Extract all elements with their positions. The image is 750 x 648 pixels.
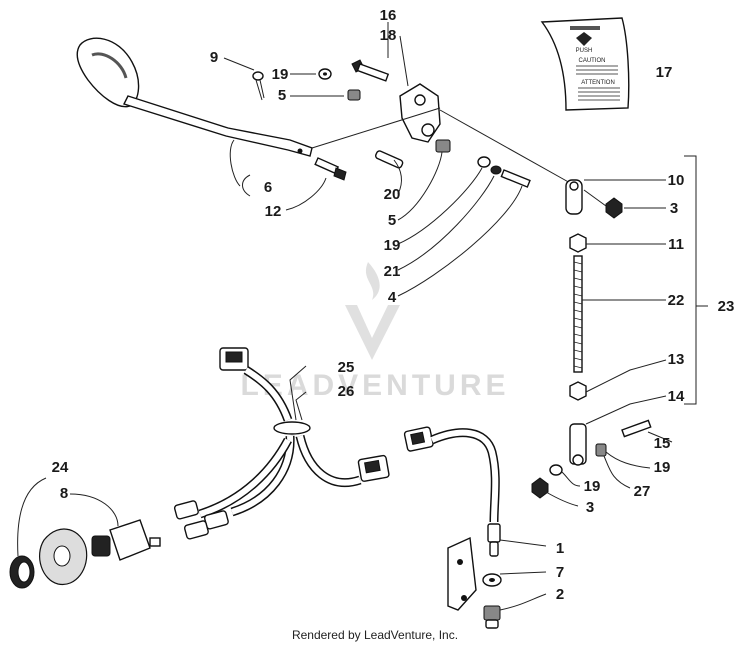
callout-2: 2 <box>556 586 564 603</box>
callout-11: 11 <box>668 236 684 253</box>
bolt-4 <box>500 169 531 188</box>
watermark-text: LEADVENTURE <box>240 369 509 402</box>
switch-8 <box>91 519 161 561</box>
callout-26: 26 <box>338 383 355 400</box>
callout-numbers: 16 18 9 19 5 6 12 20 5 19 21 4 17 10 3 1… <box>52 7 735 603</box>
callout-19-lower-right: 19 <box>654 459 671 476</box>
callout-15: 15 <box>654 435 671 452</box>
washer-19-mid <box>477 156 491 168</box>
sensor-bracket-7 <box>447 536 502 611</box>
callout-19-mid: 19 <box>384 237 401 254</box>
watermark: LEADVENTURE <box>240 262 509 402</box>
sensor-cable <box>403 426 501 557</box>
nut-3-lower <box>531 477 549 499</box>
callout-25: 25 <box>338 359 355 376</box>
callout-13: 13 <box>668 351 685 368</box>
jam-nut-11 <box>569 233 587 253</box>
bushing-5-lower <box>435 139 451 153</box>
mount-plate <box>39 528 88 586</box>
link-line-1 <box>311 107 441 149</box>
bushing-5-top <box>347 89 361 101</box>
callout-27: 27 <box>634 483 651 500</box>
callout-8: 8 <box>60 485 68 502</box>
decal-caution: CAUTION <box>579 58 606 64</box>
callout-3-lower: 3 <box>586 499 594 516</box>
bell-crank-bracket <box>399 83 441 143</box>
rod-end-10 <box>565 179 583 215</box>
threaded-rod-22 <box>573 255 583 373</box>
link-line-2 <box>439 109 573 185</box>
footer-credit: Rendered by LeadVenture, Inc. <box>291 628 459 642</box>
callout-21: 21 <box>384 263 401 280</box>
pin-20 <box>375 150 404 169</box>
callout-5-lower: 5 <box>388 212 396 229</box>
callout-12: 12 <box>265 203 282 220</box>
jam-nut-13 <box>569 381 587 401</box>
callout-7: 7 <box>556 564 564 581</box>
ring-nut-24 <box>9 555 35 589</box>
callout-1: 1 <box>556 540 564 557</box>
callout-20: 20 <box>384 186 401 203</box>
callout-10: 10 <box>668 172 685 189</box>
assembly-bracket-23 <box>684 155 697 405</box>
decal-push: PUSH <box>576 48 593 54</box>
nut-3-top <box>605 197 623 219</box>
callout-23: 23 <box>718 298 735 315</box>
callout-22: 22 <box>668 292 685 309</box>
bolt-15 <box>621 419 652 438</box>
callout-3-top: 3 <box>670 200 678 217</box>
callout-5-top: 5 <box>278 87 286 104</box>
lock-washer-21 <box>490 165 502 175</box>
warning-decal: PUSH CAUTION ATTENTION <box>540 17 630 111</box>
callout-16: 16 <box>380 7 397 24</box>
nut-2 <box>483 605 501 629</box>
callout-9: 9 <box>210 49 218 66</box>
callout-17: 17 <box>656 64 673 81</box>
shift-lever[interactable] <box>76 37 313 157</box>
spacer-27 <box>595 443 607 457</box>
washer-19-lower <box>549 464 563 476</box>
callout-19-top: 19 <box>272 66 289 83</box>
wiring-harness <box>173 347 390 540</box>
bolt-12 <box>314 157 347 181</box>
callout-18: 18 <box>380 27 397 44</box>
callout-19-lower: 19 <box>584 478 601 495</box>
callout-24: 24 <box>52 459 69 476</box>
bolt-16 <box>351 59 390 82</box>
callout-14: 14 <box>668 388 685 405</box>
leader-lines <box>17 22 708 611</box>
decal-attention: ATTENTION <box>581 80 615 86</box>
callout-4: 4 <box>388 289 397 306</box>
callout-6: 6 <box>264 179 272 196</box>
cotter-pin <box>252 71 265 101</box>
rod-end-14 <box>569 423 587 466</box>
